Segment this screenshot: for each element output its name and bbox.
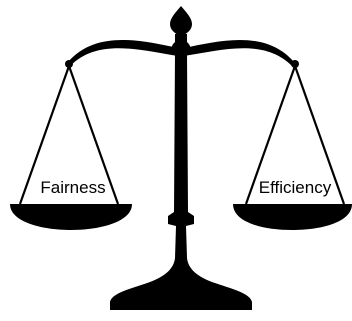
right-pan-label: Efficiency [259,178,332,197]
beam-left-knob [65,60,73,68]
left-pan [10,204,132,230]
scale-finial [170,6,192,35]
beam-right-knob [291,60,299,68]
right-pan-string [293,65,346,205]
left-pan-label: Fairness [40,178,105,197]
right-pan-string [244,65,297,205]
scale-pillar [110,34,252,310]
left-pan-string [18,65,71,205]
left-pan-string [67,65,120,205]
right-pan [233,204,352,230]
